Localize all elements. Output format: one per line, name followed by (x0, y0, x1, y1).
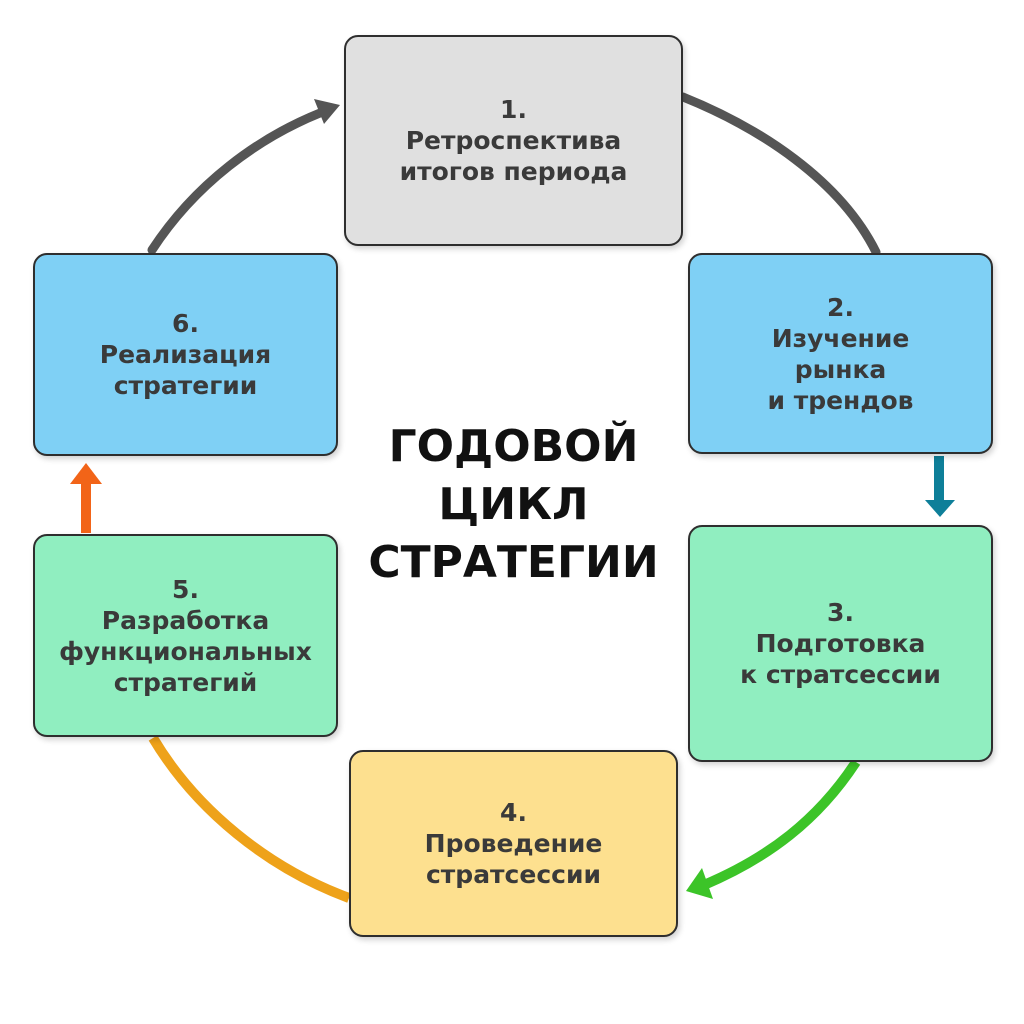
stage-4-label-line-1: Проведение (424, 829, 603, 858)
diagram-title-line-1: ГОДОВОЙ (388, 421, 639, 472)
stage-4-label-line-2: стратсессии (425, 860, 601, 889)
stage-2-box: 2. Изучение рынка и трендов (688, 253, 993, 454)
diagram-title-line-3: СТРАТЕГИИ (368, 537, 659, 588)
arrow-stage1-to-stage2 (678, 92, 881, 257)
stage-5-number: 5. (172, 574, 199, 604)
stage-3-box: 3. Подготовка к стратсессии (688, 525, 993, 762)
arrow-stage4-to-stage5 (148, 735, 351, 903)
stage-3-number: 3. (827, 598, 854, 627)
diagram-title: ГОДОВОЙ ЦИКЛ СТРАТЕГИИ (344, 418, 683, 592)
arrowhead-stage5-to-stage6 (70, 463, 102, 484)
stage-2-label-line-2: рынка (794, 354, 887, 384)
arrowhead-stage2-to-stage3 (925, 500, 955, 517)
stage-1-label-line-1: Ретроспектива (405, 126, 622, 155)
stage-1-number: 1. (500, 95, 527, 124)
stage-1-label-line-2: итогов периода (399, 157, 628, 186)
stage-5-label-line-3: стратегий (113, 667, 258, 697)
stage-5-box: 5. Разработка функциональных стратегий (33, 534, 338, 737)
arrowhead-stage6-to-stage1 (314, 99, 340, 124)
stage-2-number: 2. (827, 292, 854, 322)
stage-4-number: 4. (500, 798, 527, 827)
stage-4-box: 4. Проведение стратсессии (349, 750, 678, 937)
stage-2-label-line-1: Изучение (771, 323, 910, 353)
stage-1-box: 1. Ретроспектива итогов периода (344, 35, 683, 246)
stage-6-label-line-2: стратегии (113, 371, 258, 400)
stage-3-label-line-1: Подготовка (755, 629, 926, 658)
stage-2-label-line-3: и трендов (767, 385, 914, 415)
arrow-stage3-to-stage4 (702, 759, 861, 890)
stage-6-label-line-1: Реализация (99, 340, 272, 369)
arrowhead-stage3-to-stage4 (686, 868, 713, 899)
stage-6-number: 6. (172, 309, 199, 338)
stage-5-label-line-1: Разработка (101, 605, 270, 635)
arrow-stage6-to-stage1 (147, 108, 325, 255)
stage-5-label-line-2: функциональных (59, 636, 312, 666)
diagram-title-line-2: ЦИКЛ (438, 479, 589, 530)
stage-3-label-line-2: к стратсессии (740, 660, 941, 689)
stage-6-box: 6. Реализация стратегии (33, 253, 338, 456)
